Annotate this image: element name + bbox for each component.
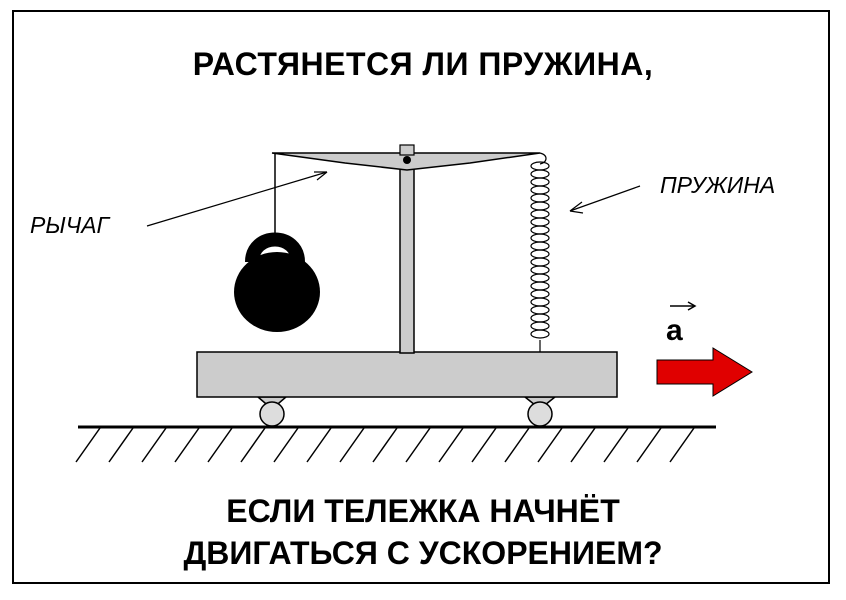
outer-frame <box>12 10 830 584</box>
acceleration-arrow <box>656 347 753 397</box>
lever-label: РЫЧАГ <box>30 212 110 238</box>
question-title-bottom: ЕСЛИ ТЕЛЕЖКА НАЧНЁТ ДВИГАТЬСЯ С УСКОРЕНИ… <box>0 490 846 574</box>
cart-platform <box>196 351 618 398</box>
lever-pointer <box>146 171 328 227</box>
question-line-1: ЕСЛИ ТЕЛЕЖКА НАЧНЁТ <box>226 493 620 529</box>
spring-pointer <box>569 185 641 212</box>
weight-kettlebell <box>234 232 320 332</box>
spring <box>530 152 550 352</box>
wheel-left <box>255 396 289 427</box>
pivot <box>403 156 411 164</box>
question-line-2: ДВИГАТЬСЯ С УСКОРЕНИЕМ? <box>183 535 663 571</box>
question-title-top: РАСТЯНЕТСЯ ЛИ ПРУЖИНА, <box>192 46 654 82</box>
spring-label: ПРУЖИНА <box>660 172 776 198</box>
acceleration-label: a <box>666 314 683 347</box>
lever-post <box>399 159 415 354</box>
ground <box>75 425 716 463</box>
wheel-right <box>522 396 558 427</box>
vector-arrow-icon <box>670 301 697 311</box>
